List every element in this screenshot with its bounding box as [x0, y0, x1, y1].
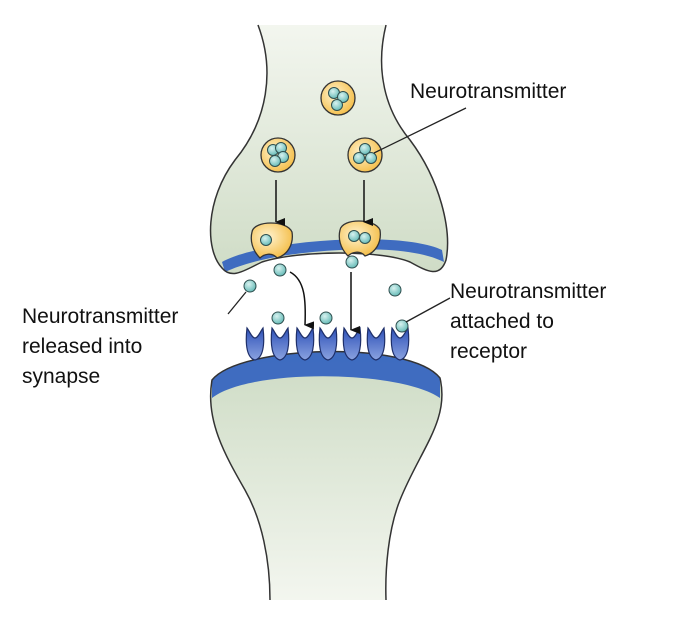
neurotransmitter-molecule — [353, 152, 365, 164]
label-attached-line3: receptor — [450, 340, 527, 363]
neurotransmitter-molecule — [337, 91, 349, 103]
neurotransmitter-molecule — [359, 143, 371, 155]
neurotransmitter-molecule — [331, 99, 343, 111]
postsynaptic-terminal — [209, 350, 443, 601]
arrow-curved-to-receptor — [289, 271, 315, 330]
receptor — [245, 326, 265, 361]
label-released-line3: synapse — [22, 365, 100, 388]
receptor — [366, 326, 386, 361]
receptors — [245, 326, 410, 361]
label-attached-line2: attached to — [450, 310, 554, 333]
neurotransmitter-molecule — [345, 255, 359, 269]
neurotransmitter-molecule — [359, 232, 371, 244]
label-released-line1: Neurotransmitter — [22, 305, 178, 328]
receptor — [270, 326, 290, 361]
receptor — [390, 326, 410, 361]
neurotransmitter-molecule — [319, 311, 333, 325]
docked-vesicle — [250, 222, 293, 259]
receptor — [342, 326, 362, 361]
neurotransmitter-molecule — [269, 155, 281, 167]
label-neurotransmitter: Neurotransmitter — [410, 80, 566, 103]
label-attached-line1: Neurotransmitter — [450, 280, 606, 303]
receptor — [295, 326, 315, 361]
neurotransmitter-molecule — [271, 311, 285, 325]
postsynaptic-membrane-band — [212, 351, 440, 398]
leader-line-released — [227, 291, 247, 315]
vesicles — [250, 80, 383, 259]
neurotransmitter-molecule — [348, 230, 360, 242]
synaptic-vesicle — [347, 137, 383, 173]
synaptic-vesicle — [260, 137, 296, 173]
label-released-line2: released into — [22, 335, 142, 358]
leader-line-neurotransmitter — [373, 107, 467, 154]
neurotransmitter-molecule — [388, 283, 402, 297]
receptor — [318, 326, 338, 361]
free-neurotransmitters — [243, 255, 409, 333]
neurotransmitter-molecule — [260, 234, 272, 246]
neurotransmitter-molecule — [365, 152, 377, 164]
synaptic-vesicle — [320, 80, 356, 116]
presynaptic-terminal — [209, 24, 449, 275]
neurotransmitter-molecule — [243, 279, 257, 293]
neurotransmitter-molecule — [273, 263, 287, 277]
neurotransmitter-molecule — [395, 319, 409, 333]
leader-line-attached — [405, 297, 451, 323]
docked-vesicle — [338, 220, 381, 257]
